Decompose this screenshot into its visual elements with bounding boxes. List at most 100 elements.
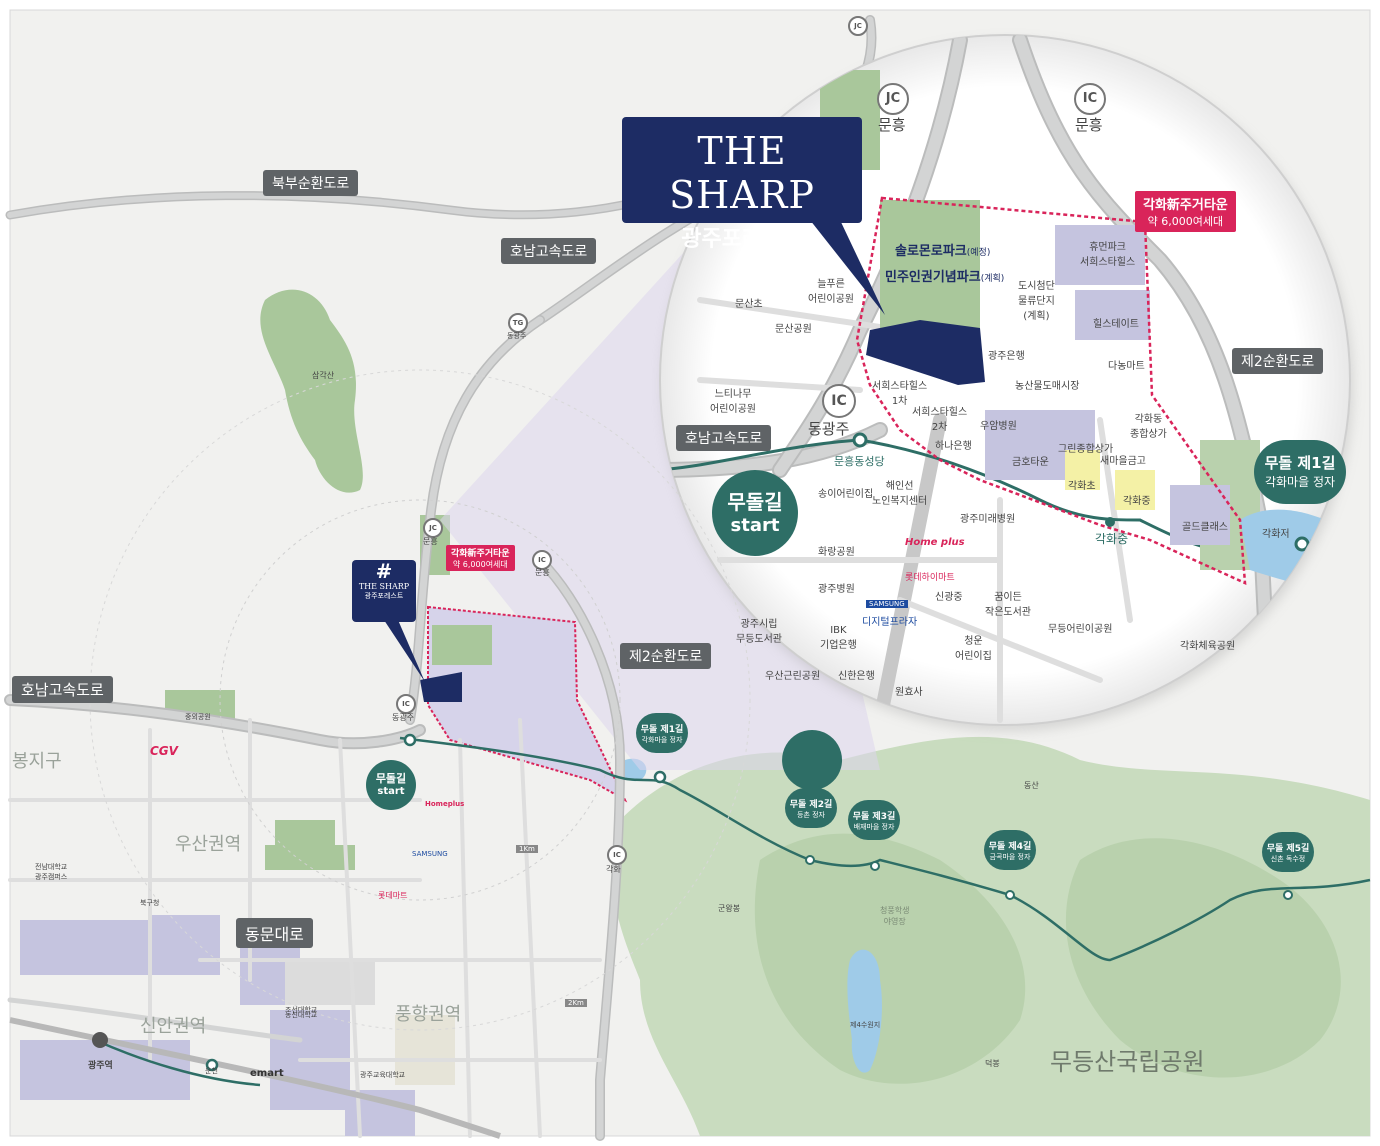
label-cgv: CGV [150, 744, 178, 758]
zoom-label-homeplus: Home plus [905, 537, 965, 548]
district-block [150, 915, 220, 975]
zoom-label-shingwang: 신광중 [935, 592, 963, 603]
zoom-label-ibk: IBK 기업은행 [820, 625, 857, 651]
zoom-label-park2: 민주인권기념파크(계획) [885, 270, 1005, 285]
zoom-label-gakhwaje: 각화저 [1262, 529, 1290, 540]
label-homeplus-small: Homeplus [425, 800, 465, 808]
marker-mudol-start-small: 무돌길 start [366, 760, 416, 810]
marker-start-line2: start [730, 515, 780, 536]
badge-small-ic: IC [532, 550, 552, 570]
brand-label-small: # THE SHARP 광주포레스트 [352, 560, 416, 622]
zoom-label-songi: 송이어린이집 [818, 489, 874, 500]
zoom-label-munhwa-dongseongdang: 문흥동성당 [834, 455, 885, 468]
marker-mudol1-small-line2: 각화마을 정자 [641, 736, 683, 744]
label-sinan: 신안권역 [140, 1016, 207, 1037]
zoom-label-kkumido: 꿈이든 작은도서관 [985, 592, 1031, 618]
label-ic-dongwangju: 동광주 [808, 420, 850, 438]
marker-mudol1: 무돌 제1길 각화마을 정자 [1254, 440, 1346, 504]
site-navy-small [420, 672, 462, 702]
road-tag-ring2: 제2순환도로 [620, 643, 712, 669]
label-chosun: 조선대학교 [285, 1006, 318, 1014]
zoom-label-woorim: 우암병원 [980, 421, 1017, 432]
zoom-label-geumho: 금호타운 [1012, 457, 1049, 468]
marker-mudol2-line2: 등촌 정자 [797, 811, 825, 819]
zoom-label-nongsan: 농산물도매시장 [1015, 381, 1080, 392]
label-1km: 1Km [516, 845, 538, 853]
road-tag-honam-left: 호남고속도로 [12, 676, 113, 703]
brand-small-pointer [384, 620, 425, 682]
mountain-area-dark2 [1065, 838, 1341, 1078]
callout-subtitle: 약 6,000여세대 [1147, 215, 1224, 228]
zoom-label-park1: 솔로몬로파크(예정) [895, 244, 991, 259]
marker-mudol-start: 무돌길 start [712, 470, 798, 556]
marker-mudol2-line1: 무돌 제2길 [789, 800, 833, 810]
label-small-ic: 문흥 [535, 568, 550, 577]
marker-mudol1-small-line1: 무돌 제1길 [640, 725, 684, 735]
marker-mudol4: 무돌 제4길 금곡마을 정자 [984, 830, 1036, 870]
marker-mudol1-line2: 각화마을 정자 [1264, 475, 1336, 489]
label-small-ic2: 동광주 [392, 713, 415, 722]
marker-mudol4-line1: 무돌 제4길 [988, 842, 1032, 852]
label-dongsin: 동신대학교 [285, 1011, 318, 1019]
marker-mudol2: 무돌 제2길 등촌 정자 [785, 788, 837, 828]
zoom-label-gakhwacho: 각화초 [1068, 481, 1096, 492]
zoom-label-gwangju-byungwon: 광주병원 [818, 584, 855, 595]
label-jungang: 풍향권역 [395, 1004, 462, 1025]
callout-small-title: 각화新주거타운 [451, 549, 510, 559]
callout-title: 각화新주거타운 [1143, 198, 1228, 213]
label-bongji: 봉지구 [12, 751, 62, 772]
district-block [285, 960, 375, 1005]
reservoir [847, 949, 882, 1073]
zoom-label-cheongun: 청운 어린이집 [955, 636, 992, 662]
marker-mudol1-line1: 무돌 제1길 [1264, 454, 1336, 472]
district-block [395, 1015, 455, 1085]
zoom-label-gwangju-lib: 광주시립 무등도서관 [736, 619, 782, 645]
label-lottemart: 롯데마트 [378, 891, 408, 900]
zoom-label-digital-plaza: 디지털프라자 [862, 617, 918, 628]
samgaksan-area [260, 289, 363, 493]
mountain-area-dark [754, 833, 1026, 1084]
marker-mudol4-line2: 금곡마을 정자 [989, 853, 1031, 861]
marker-mudol5: 무돌 제5길 신촌 독수정 [1262, 832, 1314, 872]
mudol2-marker-shape [782, 730, 843, 790]
marker-start-line1: 무돌길 [727, 490, 783, 514]
marker-mudol5-line2: 신촌 독수정 [1270, 855, 1306, 863]
zoom-label-shinhan: 신한은행 [838, 671, 875, 682]
zoom-label-neutinamu: 느티나무 어린이공원 [710, 389, 756, 415]
marker-mudol5-line1: 무돌 제5길 [1266, 844, 1310, 854]
label-jesuji: 제4수원지 [850, 1021, 881, 1029]
rail-line [9, 1017, 501, 1139]
brand-title: THE SHARP [669, 129, 815, 217]
park-small [265, 845, 355, 870]
road-tag-dongmun: 동문대로 [236, 918, 313, 948]
label-cheongpung: 청풍학생 야영장 [880, 906, 910, 926]
label-jeonnam: 전남대학교 광주캠퍼스 [35, 863, 68, 881]
site-navy-zoom [866, 320, 985, 385]
badge-small-ic2: IC [396, 694, 416, 714]
label-uncheon: 운천 [205, 1067, 218, 1075]
label-dongsan: 동산 [1024, 781, 1039, 790]
zoom-label-green-mall: 그린종합상가 [1058, 444, 1114, 455]
road-tag-bukbu: 북부순환도로 [263, 170, 359, 196]
zoom-label-mudeung-kids: 무등어린이공원 [1048, 624, 1113, 635]
zoom-label-gakhwajung: 각화중 [1123, 496, 1151, 507]
brand-small-subtitle: 광주포레스트 [364, 592, 404, 600]
zoom-label-hana: 하나은행 [935, 441, 972, 452]
zoom-label-gakhwa-sports: 각화체육공원 [1180, 641, 1236, 652]
label-ic-munheung: 문흥 [1075, 116, 1103, 134]
badge-ic-dongwangju: IC [822, 384, 856, 418]
label-jc-munheung: 문흥 [878, 116, 906, 134]
zoom-label-seohee1: 서희스타힐스 1차 [872, 381, 928, 407]
zoom-label-logistics: 도시첨단 물류단지 (계획) [1018, 281, 1055, 322]
label-gunwangbong: 군왕봉 [718, 904, 741, 913]
label-ic-gakhwa: 각화 [606, 865, 621, 874]
zoom-label-gwangju-hosp: 광주미래병원 [960, 514, 1016, 525]
zoom-label-gakhwa-mall: 각화동 종합상가 [1130, 414, 1167, 440]
zoom-label-wonhyosa: 원효사 [895, 687, 923, 698]
badge-small-jc: JC [423, 518, 443, 538]
mudol-trail [94, 736, 1371, 1087]
zoom-label-saemaul: 새마을금고 [1100, 456, 1146, 467]
road-tag-ring2-zoom: 제2순환도로 [1232, 348, 1324, 374]
label-small-jc: 문흥 [423, 537, 438, 546]
zoom-label-lotte: 롯데하이마트 [905, 573, 955, 583]
